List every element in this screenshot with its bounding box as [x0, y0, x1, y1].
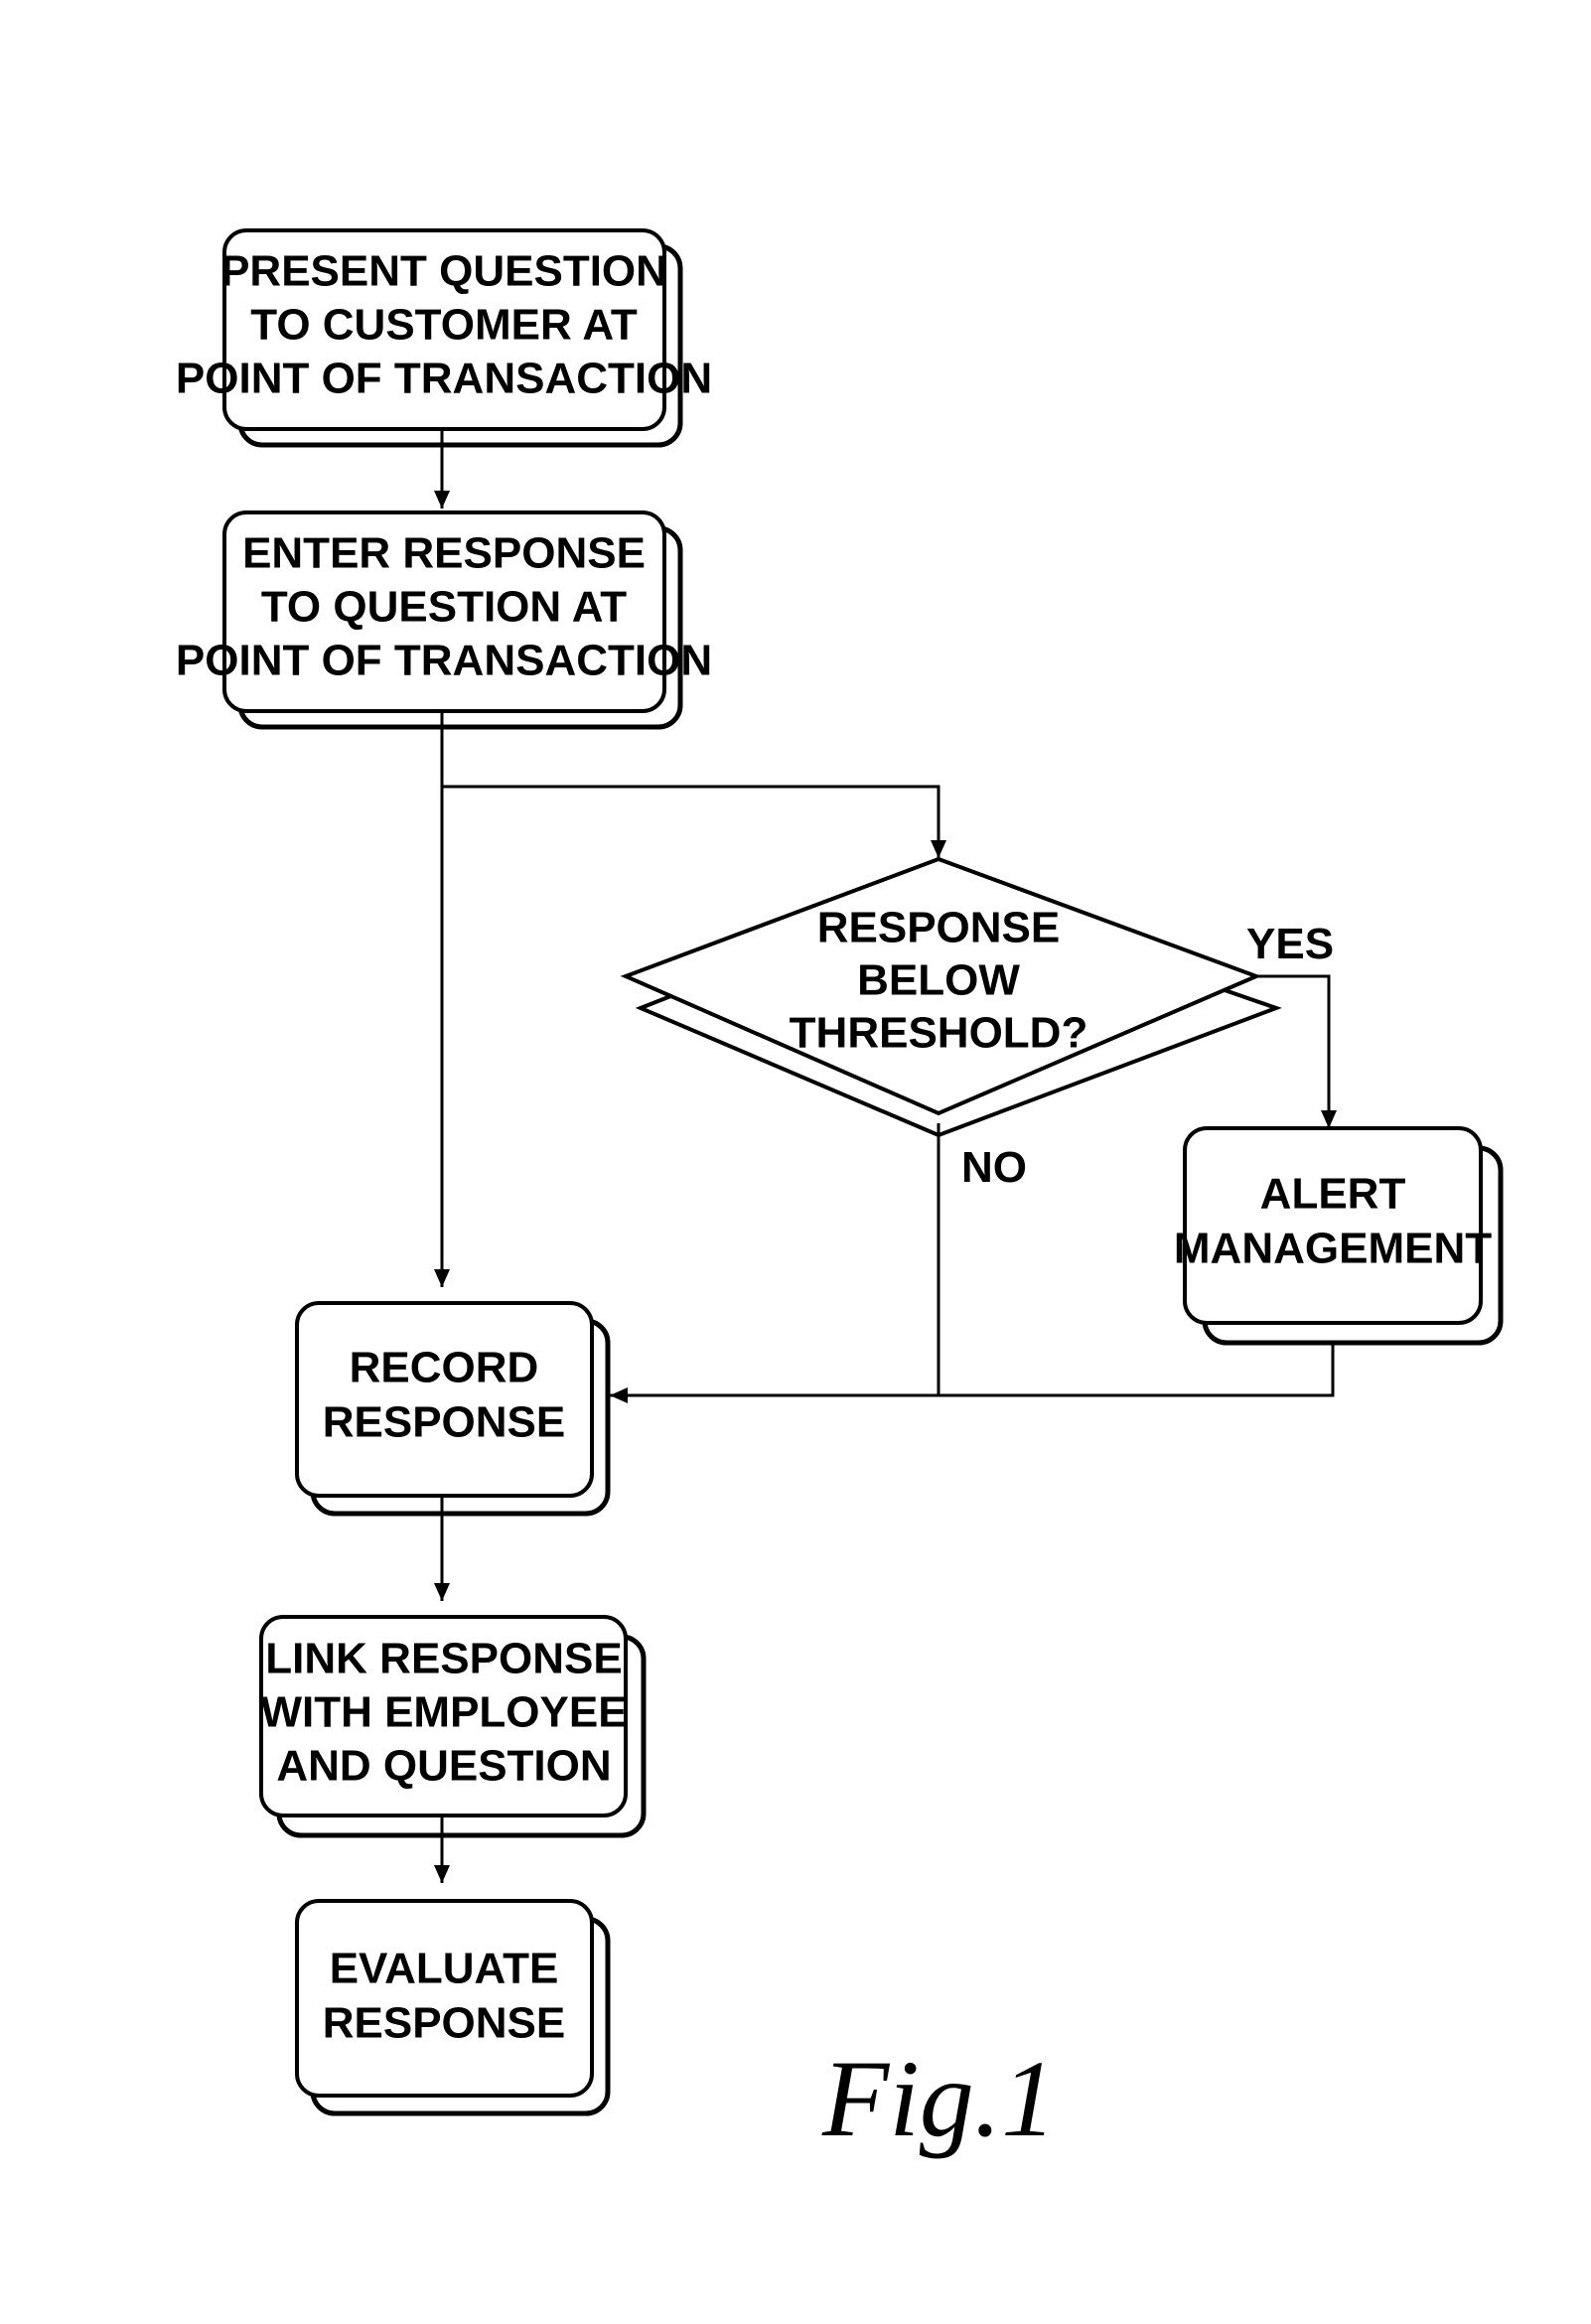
edge-enter-to-decision: [442, 787, 939, 858]
record-line-2: RESPONSE: [323, 1398, 566, 1447]
enter-response-line-1: ENTER RESPONSE: [242, 529, 646, 578]
enter-response-line-2: TO QUESTION AT: [261, 583, 627, 632]
present-question-line-3: POINT OF TRANSACTION: [176, 355, 712, 403]
alert-line-2: MANAGEMENT: [1174, 1225, 1492, 1273]
present-question-line-1: PRESENT QUESTION: [220, 247, 667, 296]
figure-label: Fig.1: [821, 2038, 1056, 2159]
record-response-box: RECORD RESPONSE: [297, 1303, 608, 1514]
decision-line-3: THRESHOLD?: [790, 1009, 1088, 1058]
edge-decision-to-alert: [1256, 976, 1329, 1128]
link-line-1: LINK RESPONSE: [265, 1635, 622, 1683]
present-question-box: PRESENT QUESTION TO CUSTOMER AT POINT OF…: [176, 230, 712, 445]
link-response-box: LINK RESPONSE WITH EMPLOYEE AND QUESTION: [260, 1617, 644, 1835]
record-line-1: RECORD: [350, 1344, 539, 1392]
present-question-line-2: TO CUSTOMER AT: [250, 301, 638, 350]
decision-line-2: BELOW: [857, 956, 1020, 1005]
alert-management-box: ALERT MANAGEMENT: [1174, 1128, 1501, 1343]
evaluate-line-2: RESPONSE: [323, 1999, 566, 2048]
decision-line-1: RESPONSE: [817, 904, 1061, 952]
yes-label: YES: [1246, 920, 1334, 968]
link-line-3: AND QUESTION: [276, 1742, 611, 1791]
edge-alert-to-record: [610, 1343, 1333, 1395]
threshold-decision-diamond: RESPONSE BELOW THRESHOLD?: [626, 859, 1276, 1135]
alert-line-1: ALERT: [1260, 1170, 1406, 1219]
enter-response-line-3: POINT OF TRANSACTION: [176, 637, 712, 685]
evaluate-response-box: EVALUATE RESPONSE: [297, 1901, 608, 2113]
link-line-2: WITH EMPLOYEE: [260, 1688, 627, 1737]
evaluate-line-1: EVALUATE: [330, 1945, 559, 1993]
enter-response-box: ENTER RESPONSE TO QUESTION AT POINT OF T…: [176, 512, 712, 727]
no-label: NO: [961, 1143, 1027, 1192]
